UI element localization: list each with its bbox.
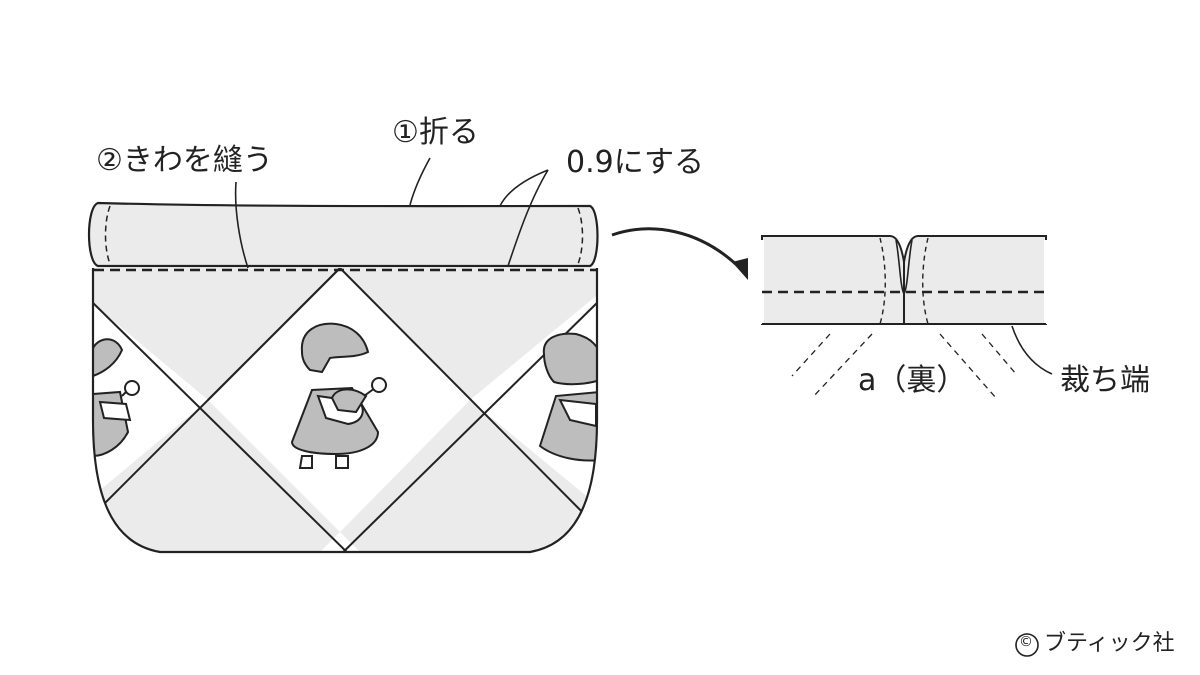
leader-cut-edge <box>1011 325 1053 375</box>
transition-arrow <box>611 227 748 280</box>
leader-measure-b <box>507 169 549 267</box>
diamond-panel-bottom <box>260 532 420 552</box>
label-back-side: a（裏） <box>858 363 967 398</box>
copyright-circle <box>1015 633 1039 657</box>
leader-measure-a <box>499 169 549 207</box>
detail-center-tuck <box>895 239 913 296</box>
credit-text: ブティック社 <box>1044 631 1175 656</box>
credit-mark: © <box>1019 634 1033 650</box>
label-cut-edge: 裁ち端 <box>1060 363 1150 398</box>
fold-line-left <box>104 205 111 265</box>
label-measure: 0.9にする <box>566 145 705 180</box>
folded-band-shape <box>88 201 599 268</box>
leader-fold <box>409 157 431 206</box>
label-fold: ①折る <box>392 115 479 150</box>
sunbonnet-figure-left <box>93 338 140 458</box>
sunbonnet-figure-right <box>538 332 597 462</box>
detail-band-right <box>903 235 1047 325</box>
folded-top-band <box>88 201 599 272</box>
pouch-body-outline <box>91 268 599 554</box>
label-stitch-edge: ②きわを縫う <box>96 143 273 178</box>
detail-dashed-guides <box>791 333 1017 399</box>
fold-line-right <box>577 207 584 265</box>
leader-lines <box>234 157 549 269</box>
pouch-body <box>91 268 599 554</box>
leader-stitch <box>234 181 249 269</box>
sunbonnet-figure-center <box>290 322 387 469</box>
detail-view <box>758 235 1053 399</box>
